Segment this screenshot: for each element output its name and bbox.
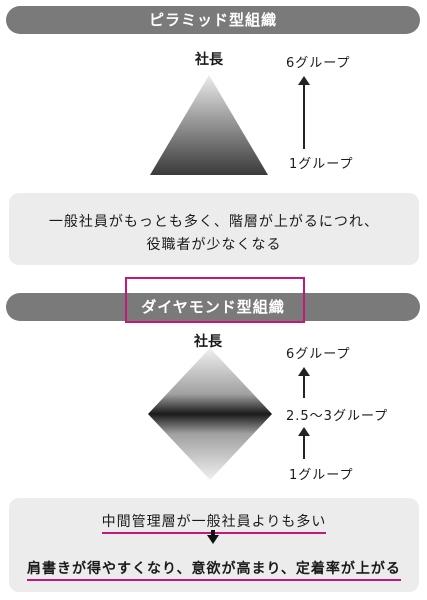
diamond-section-title: ダイヤモンド型組織	[6, 293, 420, 321]
diamond-up-arrow-bottom-icon	[298, 427, 310, 459]
down-arrow-icon	[207, 535, 219, 544]
pyramid-upper-level: 6グループ	[286, 56, 351, 71]
diamond-shape	[148, 348, 272, 480]
down-arrow-stem	[211, 530, 215, 536]
diamond-middle-level: 2.5～3グループ	[286, 409, 389, 424]
diamond-upper-level: 6グループ	[286, 347, 351, 362]
diamond-effect-text: 肩書きが得やすくなり、意欲が高まり、定着率が上がる	[27, 561, 401, 581]
pyramid-section-title: ピラミッド型組織	[6, 6, 420, 34]
diamond-up-arrow-top-icon	[298, 367, 310, 398]
pyramid-note-panel: 一般社員がもっとも多く、階層が上がるにつれ、 役職者が少なくなる	[9, 193, 419, 265]
diamond-top-label: 社長	[194, 334, 222, 350]
diamond-cause-text: 中間管理層が一般社員よりも多い	[101, 514, 327, 534]
diamond-lower-level: 1グループ	[289, 468, 354, 483]
pyramid-up-arrow-icon	[298, 76, 310, 149]
diamond-note-panel: 中間管理層が一般社員よりも多い 肩書きが得やすくなり、意欲が高まり、定着率が上が…	[9, 498, 419, 592]
pyramid-lower-level: 1グループ	[289, 157, 354, 172]
pyramid-top-label: 社長	[195, 52, 223, 68]
pyramid-note-line2: 役職者が少なくなる	[146, 237, 282, 253]
diamond-cause-row: 中間管理層が一般社員よりも多い	[9, 511, 419, 534]
diamond-effect-row: 肩書きが得やすくなり、意欲が高まり、定着率が上がる	[9, 558, 419, 581]
diamond-title-highlight	[125, 277, 305, 323]
pyramid-note-line1: 一般社員がもっとも多く、階層が上がるにつれ、	[48, 214, 380, 230]
pyramid-shape	[150, 75, 268, 175]
